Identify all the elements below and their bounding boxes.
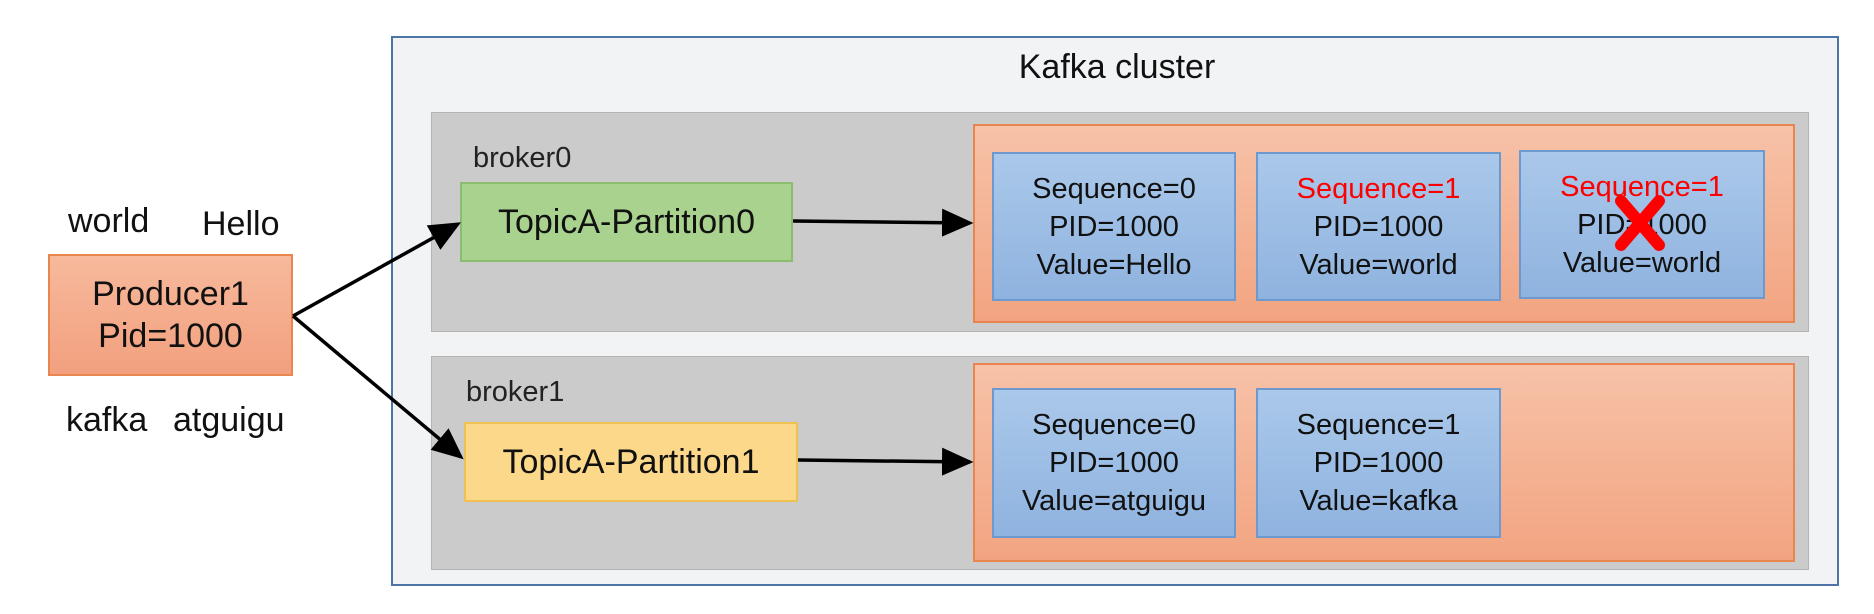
message-pid: PID=1000 <box>1313 447 1444 479</box>
x-mark-icon <box>1615 195 1665 251</box>
message-card: Sequence=0 PID=1000 Value=atguigu <box>992 388 1236 538</box>
message-card: Sequence=1 PID=1000 Value=world <box>1256 152 1501 301</box>
message-sequence: Sequence=0 <box>1032 409 1196 441</box>
message-card: Sequence=0 PID=1000 Value=Hello <box>992 152 1236 301</box>
message-pid: PID=1000 <box>1049 210 1179 243</box>
message-card: Sequence=1 PID=1000 Value=kafka <box>1256 388 1501 538</box>
message-pid: PID=1000 <box>1049 447 1179 479</box>
message-value: Value=world <box>1299 248 1458 281</box>
arrow-partition0-to-queue <box>792 208 974 237</box>
message-value: Value=atguigu <box>1021 485 1207 517</box>
arrow-producer-to-partition0 <box>292 222 462 318</box>
word-atguigu: atguigu <box>173 401 285 439</box>
message-sequence-duplicate: Sequence=1 <box>1560 170 1724 203</box>
word-hello: Hello <box>202 205 280 243</box>
message-sequence: Sequence=0 <box>1032 172 1196 205</box>
message-value: Value=world <box>1562 246 1722 279</box>
broker1-label: broker1 <box>466 376 565 408</box>
message-pid: PID=1000 <box>1313 210 1444 243</box>
message-sequence-duplicate: Sequence=1 <box>1296 172 1461 205</box>
partition0-box: TopicA-Partition0 <box>460 182 793 262</box>
producer-pid: Pid=1000 <box>98 317 243 355</box>
producer-box: Producer1 Pid=1000 <box>48 254 293 376</box>
producer-name: Producer1 <box>92 275 249 313</box>
word-kafka: kafka <box>66 401 148 439</box>
message-sequence: Sequence=1 <box>1296 409 1461 441</box>
arrow-producer-to-partition1 <box>291 314 464 460</box>
message-value: Value=Hello <box>1036 248 1192 281</box>
message-value: Value=kafka <box>1299 485 1458 517</box>
word-world: world <box>68 202 150 240</box>
broker0-label: broker0 <box>473 142 572 174</box>
cluster-title: Kafka cluster <box>1018 48 1216 86</box>
arrow-partition1-to-queue <box>797 447 974 476</box>
partition1-box: TopicA-Partition1 <box>464 422 798 502</box>
